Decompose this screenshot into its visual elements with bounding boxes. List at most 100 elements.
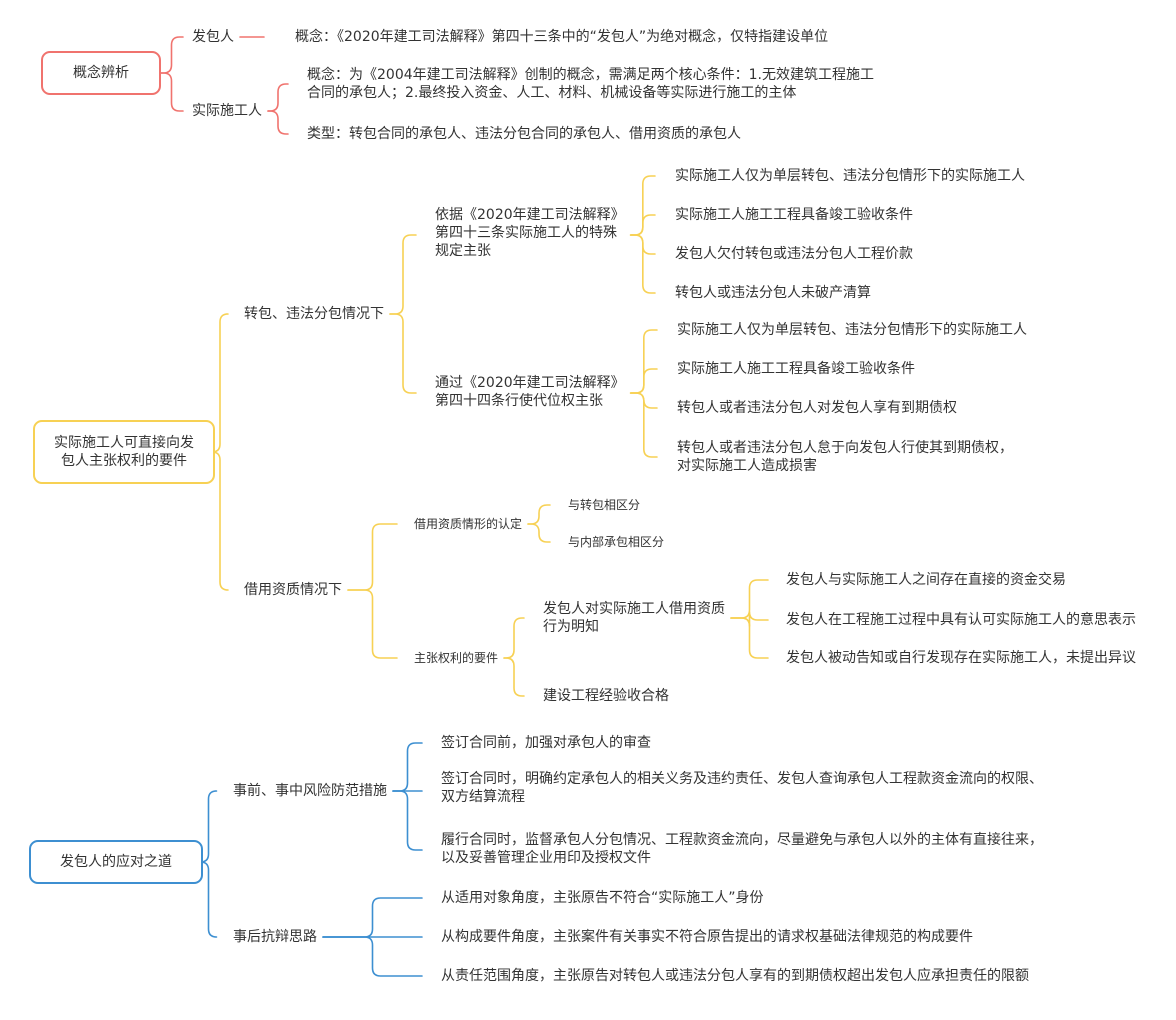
connector-1-1-1-0 <box>503 617 525 659</box>
node-1-0-1-3[interactable]: 转包人或者违法分包人怠于向发包人行使其到期债权，对实际施工人造成损害 <box>677 439 1013 474</box>
node-2-0-2-line: 履行合同时，监督承包人分包情况、工程款资金流向，尽量避免与承包人以外的主体有直接… <box>441 831 1043 848</box>
connector-2-0-2 <box>392 790 423 851</box>
node-2-1-2-line: 从责任范围角度，主张原告对转包人或违法分包人享有的到期债权超出发包人应承担责任的… <box>441 967 1029 984</box>
root-node-label-line: 包人主张权利的要件 <box>61 453 187 469</box>
node-1-1-1-1-line: 建设工程经验收合格 <box>543 688 669 704</box>
node-1-0[interactable]: 转包、违法分包情况下 <box>244 306 384 322</box>
node-1-1-1-1[interactable]: 建设工程经验收合格 <box>543 688 669 704</box>
node-1-0-0-line: 规定主张 <box>435 243 491 259</box>
node-1-0-1-2-line: 转包人或者违法分包人对发包人享有到期债权 <box>677 399 957 416</box>
connector-0-1-1 <box>267 110 289 135</box>
node-1-0-1[interactable]: 通过《2020年建工司法解释》第四十四条行使代位权主张 <box>435 375 625 409</box>
node-1-0-0-line: 依据《2020年建工司法解释》 <box>435 207 625 223</box>
node-0-0-0[interactable]: 概念：《2020年建工司法解释》第四十三条中的“发包人”为绝对概念，仅特指建设单… <box>295 28 828 45</box>
root-node-requirements[interactable]: 实际施工人可直接向发包人主张权利的要件 <box>33 420 215 484</box>
node-1-1-0[interactable]: 借用资质情形的认定 <box>414 516 522 531</box>
node-2-0-1[interactable]: 签订合同时，明确约定承包人的相关义务及违约责任、发包人查询承包人工程款资金流向的… <box>441 770 1043 805</box>
connector-1-0-0 <box>389 234 417 315</box>
connector-1-1-0-0 <box>527 504 551 525</box>
node-1-1[interactable]: 借用资质情况下 <box>244 582 342 598</box>
node-1-1-0-1[interactable]: 与内部承包相区分 <box>568 534 664 549</box>
node-2-0-0[interactable]: 签订合同前，加强对承包人的审查 <box>441 734 651 751</box>
node-0-0[interactable]: 发包人 <box>192 29 234 45</box>
connector-1-0-0-3 <box>629 234 656 294</box>
node-0-1-0-line: 概念：为《2004年建工司法解释》创制的概念，需满足两个核心条件：1.无效建筑工… <box>307 66 874 83</box>
connector-2-0-0 <box>392 742 423 792</box>
node-2-1-1[interactable]: 从构成要件角度，主张案件有关事实不符合原告提出的请求权基础法律规范的构成要件 <box>441 928 973 945</box>
connector-1-0-1-1 <box>629 368 658 394</box>
node-1-0-1-2[interactable]: 转包人或者违法分包人对发包人享有到期债权 <box>677 399 957 416</box>
node-1-1-1-0-2[interactable]: 发包人被动告知或自行发现存在实际施工人，未提出异议 <box>786 649 1136 666</box>
connector-1-1-1-0-0 <box>730 579 769 619</box>
node-1-0-1-1-line: 实际施工人施工工程具备竣工验收条件 <box>677 360 915 377</box>
connector-1-0-1-3 <box>629 392 658 458</box>
node-2-0[interactable]: 事前、事中风险防范措施 <box>233 782 387 799</box>
node-1-1-1-0-1[interactable]: 发包人在工程施工过程中具有认可实际施工人的意思表示 <box>786 611 1136 628</box>
mind-map-nodes: 概念辨析 发包人 概念：《2020年建工司法解释》第四十三条中的“发包人”为绝对概念… <box>29 28 1136 984</box>
root-node-label-line: 概念辨析 <box>73 64 129 81</box>
node-2-0-2-line: 以及妥善管理企业用印及授权文件 <box>441 849 651 866</box>
node-1-1-1-0-0-line: 发包人与实际施工人之间存在直接的资金交易 <box>786 571 1066 588</box>
node-1-0-0-3[interactable]: 转包人或违法分包人未破产清算 <box>675 285 871 301</box>
node-0-1[interactable]: 实际施工人 <box>192 103 262 119</box>
node-1-0-1-3-line: 转包人或者违法分包人怠于向发包人行使其到期债权， <box>677 439 1013 456</box>
node-1-1-1-0-0[interactable]: 发包人与实际施工人之间存在直接的资金交易 <box>786 571 1066 588</box>
connector-1-0-0-1 <box>629 214 656 236</box>
connector-2-1-0 <box>322 897 423 938</box>
node-1-0-1-0-line: 实际施工人仅为单层转包、违法分包情形下的实际施工人 <box>677 322 1027 338</box>
node-2-1-line: 事后抗辩思路 <box>233 929 317 945</box>
connector-2-0 <box>199 790 218 863</box>
node-1-0-0-1[interactable]: 实际施工人施工工程具备竣工验收条件 <box>675 206 913 223</box>
node-1-0-0[interactable]: 依据《2020年建工司法解释》第四十三条实际施工人的特殊规定主张 <box>435 207 625 259</box>
root-node-label-line: 实际施工人可直接向发 <box>54 434 194 451</box>
node-1-1-1[interactable]: 主张权利的要件 <box>414 650 498 665</box>
node-0-1-0[interactable]: 概念：为《2004年建工司法解释》创制的概念，需满足两个核心条件：1.无效建筑工… <box>307 66 874 101</box>
node-2-1-0[interactable]: 从适用对象角度，主张原告不符合“实际施工人”身份 <box>441 890 764 906</box>
node-2-0-0-line: 签订合同前，加强对承包人的审查 <box>441 734 651 751</box>
node-1-1-1-0[interactable]: 发包人对实际施工人借用资质行为明知 <box>543 601 725 635</box>
root-node-box <box>41 51 161 95</box>
root-node-label: 概念辨析 <box>73 64 129 81</box>
node-0-1-1-line: 类型：转包合同的承包人、违法分包合同的承包人、借用资质的承包人 <box>307 126 741 142</box>
root-node-label: 发包人的应对之道 <box>60 853 172 870</box>
connector-2-1 <box>199 861 218 938</box>
node-1-0-1-line: 通过《2020年建工司法解释》 <box>435 375 625 391</box>
node-1-0-0-0-line: 实际施工人仅为单层转包、违法分包情形下的实际施工人 <box>675 168 1025 184</box>
node-1-1-line: 借用资质情况下 <box>244 582 342 598</box>
node-2-1[interactable]: 事后抗辩思路 <box>233 929 317 945</box>
node-1-0-0-2[interactable]: 发包人欠付转包或违法分包人工程价款 <box>675 246 913 262</box>
node-0-0-0-line: 概念：《2020年建工司法解释》第四十三条中的“发包人”为绝对概念，仅特指建设单… <box>295 28 828 45</box>
node-1-0-0-line: 第四十三条实际施工人的特殊 <box>435 224 617 241</box>
node-2-0-line: 事前、事中风险防范措施 <box>233 782 387 799</box>
connector-lines <box>159 36 769 977</box>
node-1-0-0-0[interactable]: 实际施工人仅为单层转包、违法分包情形下的实际施工人 <box>675 168 1025 184</box>
node-1-1-0-0-line: 与转包相区分 <box>568 497 640 512</box>
node-0-1-1[interactable]: 类型：转包合同的承包人、违法分包合同的承包人、借用资质的承包人 <box>307 126 741 142</box>
node-2-0-1-line: 双方结算流程 <box>441 789 525 805</box>
connector-1-1-0-1 <box>527 523 551 543</box>
connector-1-0 <box>211 313 229 453</box>
node-2-0-2[interactable]: 履行合同时，监督承包人分包情况、工程款资金流向，尽量避免与承包人以外的主体有直接… <box>441 831 1043 866</box>
node-1-1-1-line: 主张权利的要件 <box>414 650 498 665</box>
root-node-response[interactable]: 发包人的应对之道 <box>29 840 203 884</box>
root-node-label: 实际施工人可直接向发包人主张权利的要件 <box>54 434 194 469</box>
node-0-0-line: 发包人 <box>192 29 234 45</box>
connector-1-1-1 <box>347 589 398 659</box>
node-1-0-line: 转包、违法分包情况下 <box>244 306 384 322</box>
node-2-1-1-line: 从构成要件角度，主张案件有关事实不符合原告提出的请求权基础法律规范的构成要件 <box>441 928 973 945</box>
node-1-0-1-0[interactable]: 实际施工人仅为单层转包、违法分包情形下的实际施工人 <box>677 322 1027 338</box>
node-1-1-1-0-2-line: 发包人被动告知或自行发现存在实际施工人，未提出异议 <box>786 649 1136 666</box>
node-1-1-0-1-line: 与内部承包相区分 <box>568 534 664 549</box>
connector-2-1-2 <box>322 936 423 977</box>
node-2-1-2[interactable]: 从责任范围角度，主张原告对转包人或违法分包人享有的到期债权超出发包人应承担责任的… <box>441 967 1029 984</box>
node-1-1-1-0-line: 发包人对实际施工人借用资质 <box>543 601 725 617</box>
node-1-0-0-1-line: 实际施工人施工工程具备竣工验收条件 <box>675 206 913 223</box>
node-1-1-0-0[interactable]: 与转包相区分 <box>568 497 640 512</box>
node-1-0-1-1[interactable]: 实际施工人施工工程具备竣工验收条件 <box>677 360 915 377</box>
connector-0-1-0 <box>267 83 289 112</box>
root-node-concept[interactable]: 概念辨析 <box>41 51 161 95</box>
root-node-box <box>29 840 203 884</box>
node-1-1-0-line: 借用资质情形的认定 <box>414 516 522 531</box>
node-1-1-1-0-1-line: 发包人在工程施工过程中具有认可实际施工人的意思表示 <box>786 611 1136 628</box>
